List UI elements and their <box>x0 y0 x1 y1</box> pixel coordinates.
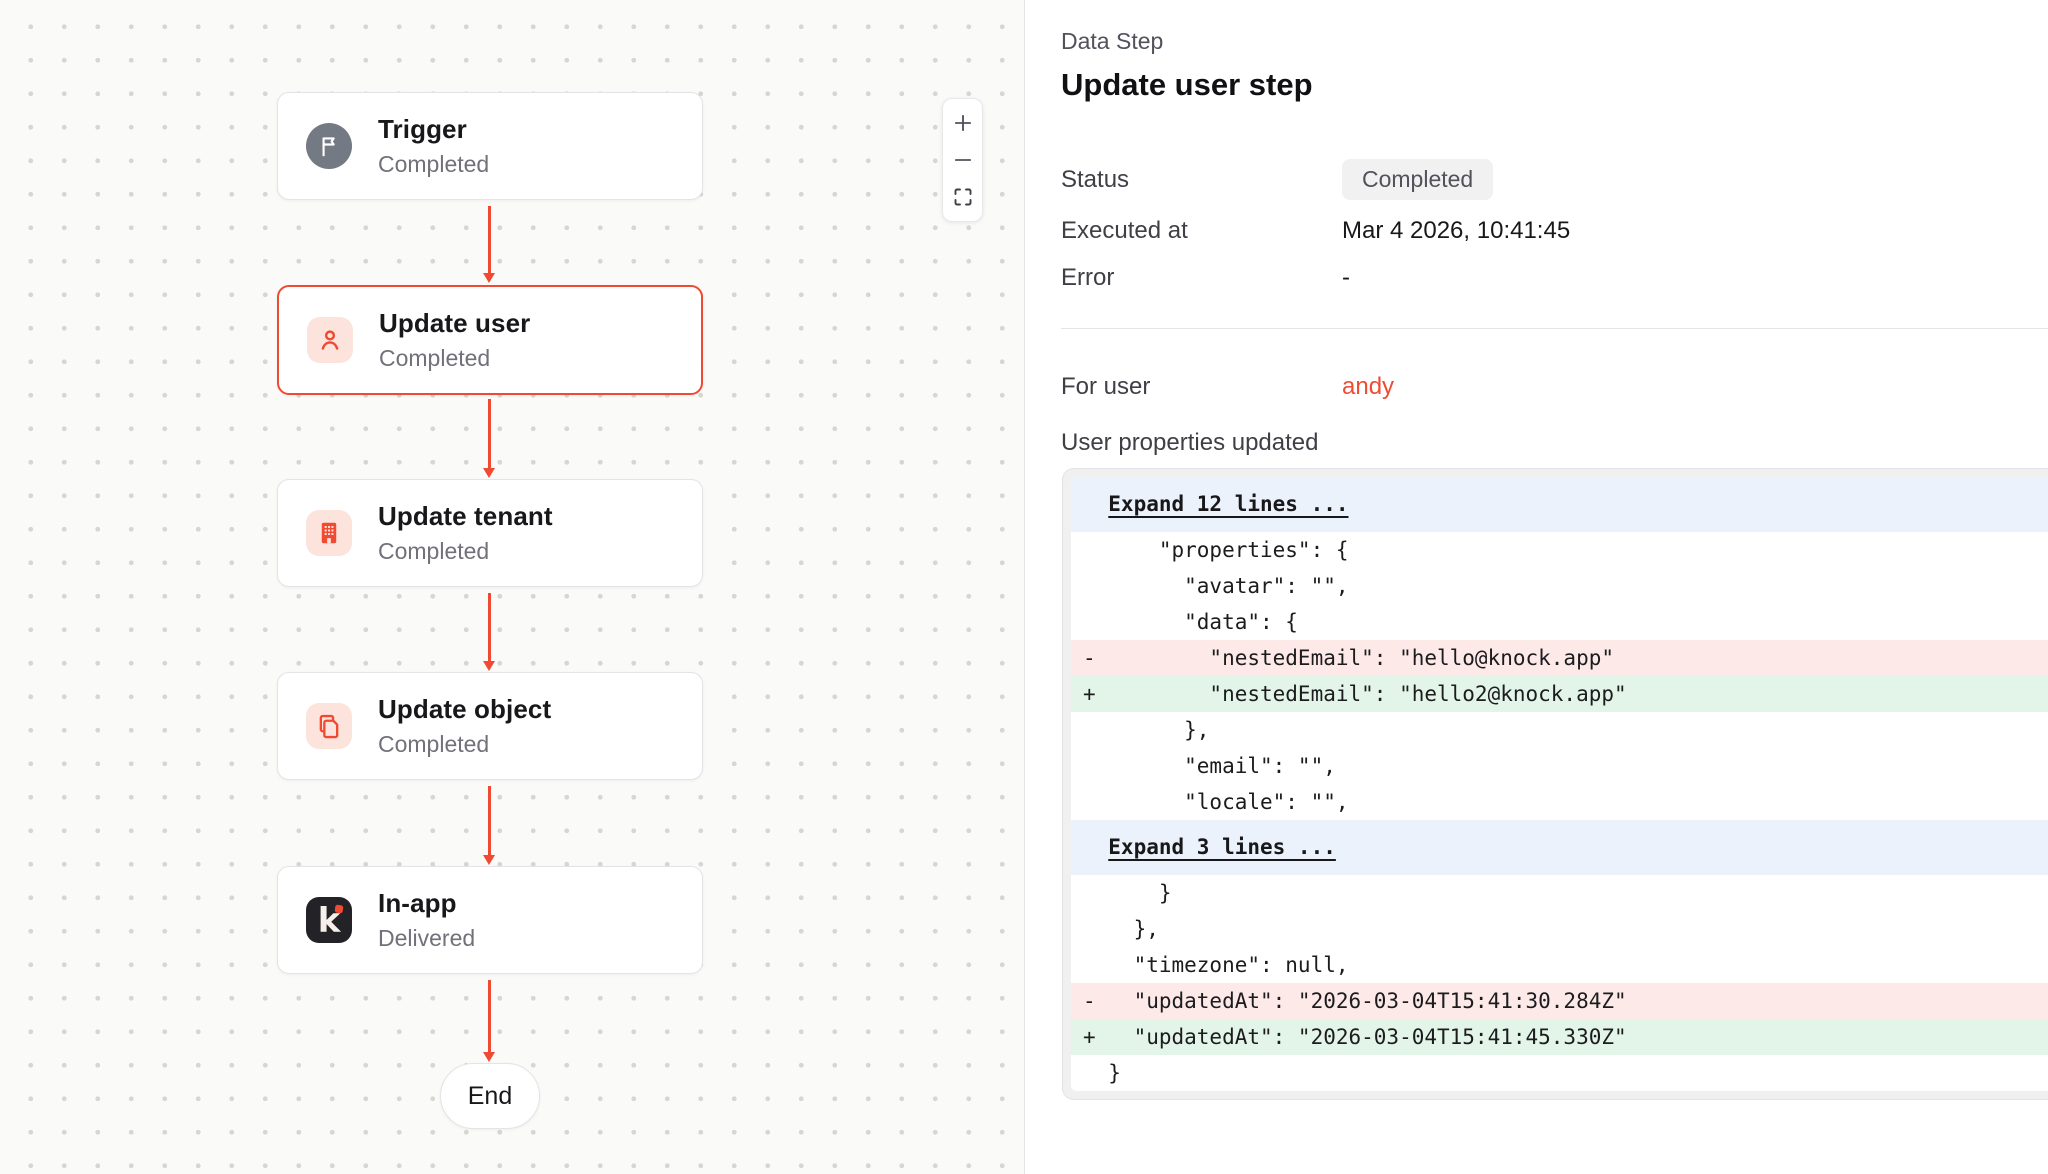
node-status: Completed <box>378 538 490 564</box>
node-status: Completed <box>379 345 491 371</box>
field-label: Status <box>1061 165 1130 193</box>
section-title: User properties updated <box>1061 429 1319 456</box>
node-title: Update tenant <box>378 501 553 531</box>
connector-arrow <box>483 980 495 1062</box>
field-value: Mar 4 2026, 10:41:45 <box>1342 217 1571 244</box>
connector-arrow <box>483 786 495 865</box>
field-label: For user <box>1061 373 1151 400</box>
connector-arrow <box>483 206 495 283</box>
diff-line: } <box>1083 881 1172 905</box>
connector-arrow <box>483 399 495 478</box>
node-update-user[interactable]: Update user Completed <box>277 285 703 395</box>
diff-line-removed: - "updatedAt": "2026-03-04T15:41:30.284Z… <box>1071 983 2048 1019</box>
field-row-error: Error - <box>1061 262 2048 294</box>
diff-line: "data": { <box>1083 610 1298 634</box>
field-row-for-user: For user andy <box>1061 371 2048 403</box>
diff-line: "timezone": null, <box>1083 953 1349 977</box>
canvas-zoom-toolbar <box>942 98 983 222</box>
expand-lines-button[interactable]: Expand 12 lines ... <box>1071 477 2048 532</box>
diff-line: "email": "", <box>1083 754 1336 778</box>
step-detail-panel: Data Step Update user step Status Comple… <box>1025 0 2048 1174</box>
flag-icon <box>306 123 352 169</box>
node-status: Delivered <box>378 925 476 951</box>
diff-viewer: Expand 12 lines ... "properties": { "ava… <box>1062 468 2048 1100</box>
field-label: Executed at <box>1061 217 1188 244</box>
diff-content: Expand 12 lines ... "properties": { "ava… <box>1071 477 2048 1091</box>
node-title: Update object <box>378 694 552 724</box>
copy-icon <box>306 703 352 749</box>
zoom-in-button[interactable] <box>948 108 978 138</box>
knock-dot <box>334 904 344 914</box>
status-badge: Completed <box>1342 159 1494 200</box>
node-trigger[interactable]: Trigger Completed <box>277 92 703 200</box>
diff-line: "properties": { <box>1083 538 1349 562</box>
diff-line: "avatar": "", <box>1083 574 1349 598</box>
panel-eyebrow: Data Step <box>1061 28 1164 54</box>
node-update-tenant[interactable]: Update tenant Completed <box>277 479 703 587</box>
node-title: In-app <box>378 888 457 918</box>
node-status: Completed <box>378 731 490 757</box>
diff-line: }, <box>1083 917 1159 941</box>
connector-arrow <box>483 593 495 671</box>
field-label: Error <box>1061 264 1115 291</box>
node-status: Completed <box>378 151 490 177</box>
node-in-app[interactable]: k In-app Delivered <box>277 866 703 974</box>
building-icon <box>306 510 352 556</box>
diff-line-removed: - "nestedEmail": "hello@knock.app" <box>1071 640 2048 676</box>
node-title: Trigger <box>378 114 467 144</box>
expand-lines-button[interactable]: Expand 3 lines ... <box>1071 820 2048 875</box>
expand-lines-label: Expand 12 lines ... <box>1108 492 1349 516</box>
expand-lines-label: Expand 3 lines ... <box>1108 835 1336 859</box>
node-title: Update user <box>379 308 531 338</box>
workflow-canvas[interactable]: Trigger Completed Update user Completed <box>0 0 1025 1174</box>
diff-line: } <box>1083 1061 1121 1085</box>
end-label: End <box>467 1081 513 1110</box>
field-row-executed-at: Executed at Mar 4 2026, 10:41:45 <box>1061 215 2048 247</box>
page-title: Update user step <box>1061 67 1313 102</box>
zoom-out-button[interactable] <box>948 145 978 175</box>
fit-view-button[interactable] <box>948 182 978 212</box>
diff-line-added: + "nestedEmail": "hello2@knock.app" <box>1071 676 2048 712</box>
knock-icon: k <box>306 897 352 943</box>
node-update-object[interactable]: Update object Completed <box>277 672 703 780</box>
field-value: - <box>1342 264 1350 291</box>
knock-letter: k <box>317 901 341 941</box>
node-end[interactable]: End <box>440 1063 540 1129</box>
step-fields: Status Completed Executed at Mar 4 2026,… <box>1061 159 2048 294</box>
diff-line: }, <box>1083 718 1210 742</box>
field-row-status: Status Completed <box>1061 159 2048 200</box>
diff-line: "locale": "", <box>1083 790 1349 814</box>
user-link[interactable]: andy <box>1342 373 1395 400</box>
divider <box>1061 328 2048 329</box>
diff-line-added: + "updatedAt": "2026-03-04T15:41:45.330Z… <box>1071 1019 2048 1055</box>
user-icon <box>307 317 353 363</box>
